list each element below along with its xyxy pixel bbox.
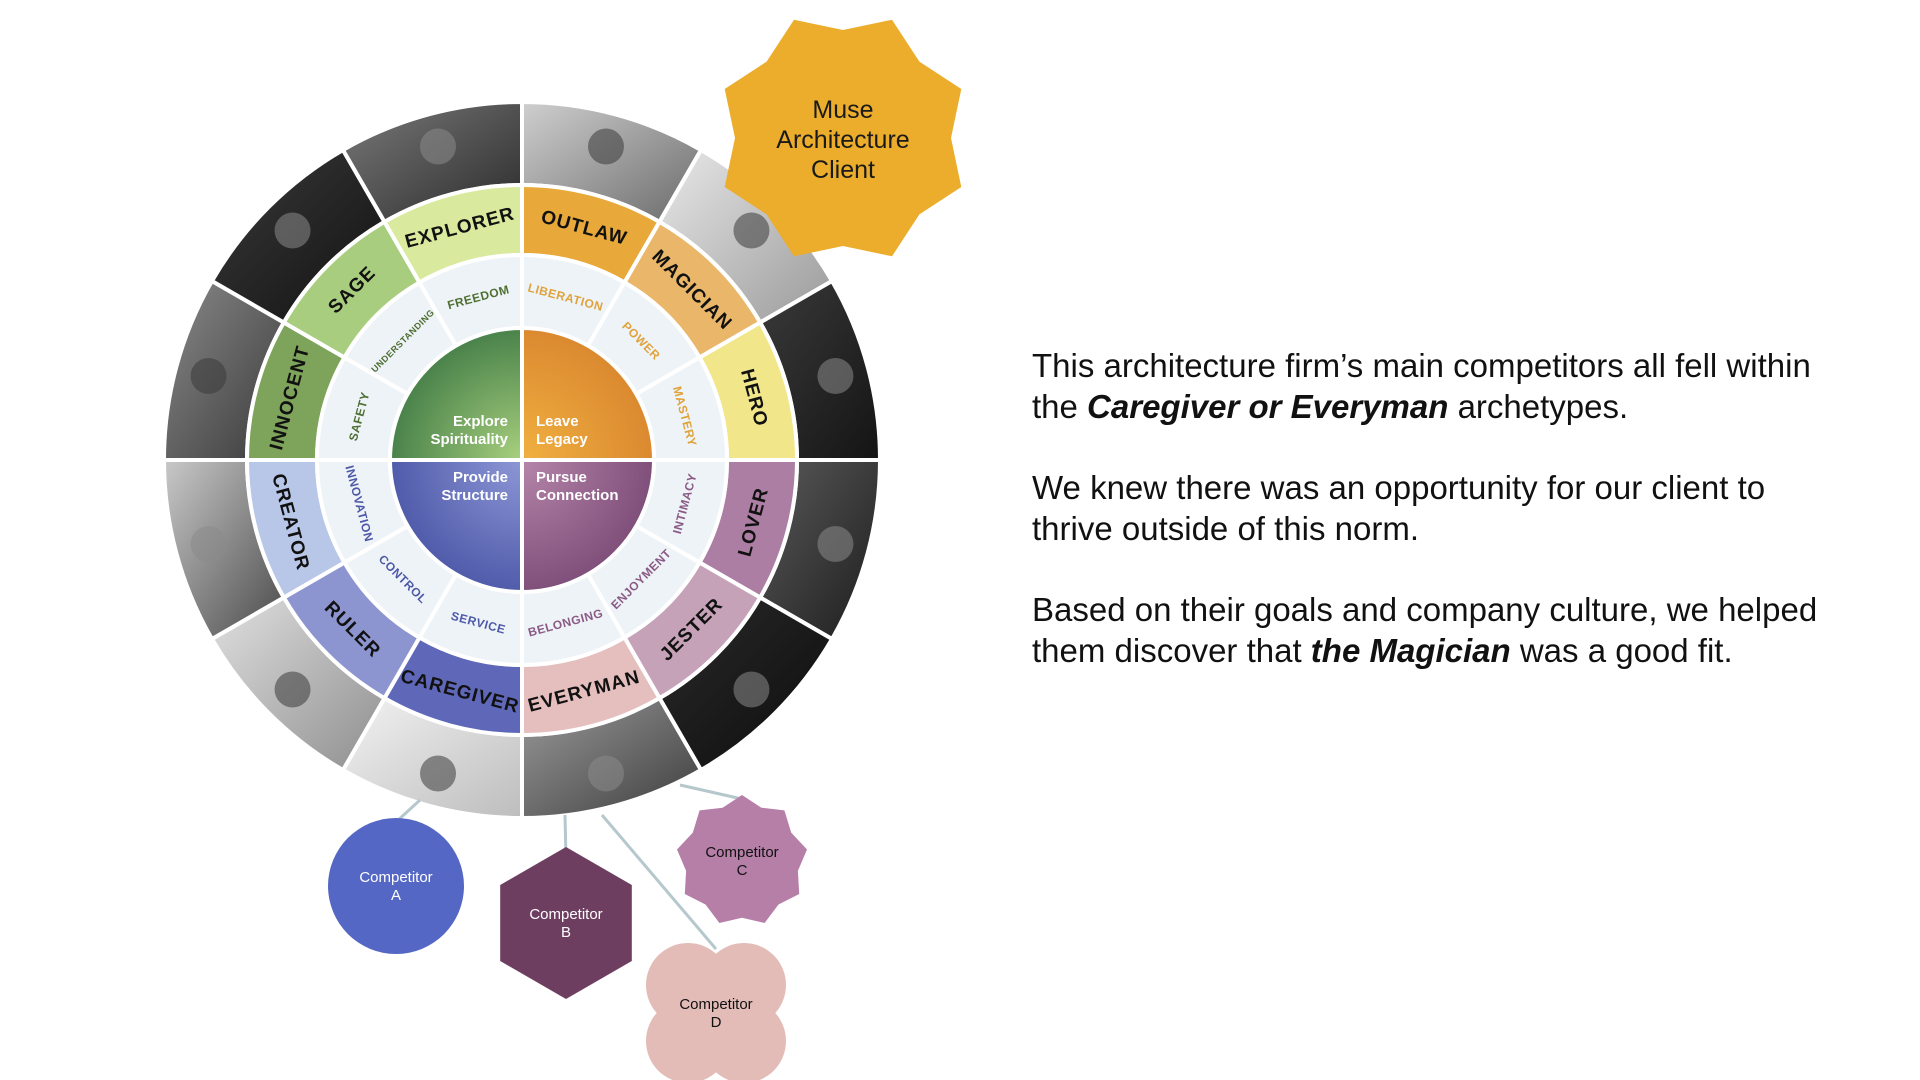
quadrant-line1-2: Provide (453, 469, 508, 486)
paragraph-magician: Based on their goals and company culture… (1032, 589, 1852, 671)
photo-subject-9 (190, 358, 227, 395)
client-badge-shape (724, 19, 962, 257)
photo-subject-5 (587, 755, 624, 792)
photo-subject-4 (733, 671, 770, 708)
quadrant-line2-2: Structure (441, 487, 508, 504)
connector-line-2 (679, 783, 743, 801)
paragraph-competitors: This architecture firm’s main competitor… (1032, 345, 1852, 427)
client-badge-line3: Client (811, 156, 875, 184)
competitor-c-badge (677, 795, 807, 923)
p1-post-text: archetypes. (1448, 388, 1629, 425)
photo-subject-2 (817, 358, 854, 395)
competitor-letter-0: A (391, 887, 401, 904)
quadrant-spirituality (387, 325, 524, 462)
competitor-label-0: Competitor (359, 869, 432, 886)
description-panel: This architecture firm’s main competitor… (1032, 345, 1852, 711)
competitor-label-1: Competitor (529, 906, 602, 923)
photo-subject-1 (733, 212, 770, 249)
quadrant-line1-0: Leave (536, 413, 579, 430)
quadrant-structure (387, 458, 524, 595)
competitor-letter-2: C (737, 862, 748, 879)
p1-bold-text: Caregiver or Everyman (1087, 388, 1449, 425)
quadrant-line2-3: Spirituality (430, 431, 508, 448)
competitor-a-badge (328, 818, 464, 954)
photo-subject-6 (420, 755, 457, 792)
quadrant-line2-0: Legacy (536, 431, 588, 448)
competitor-label-3: Competitor (679, 996, 752, 1013)
value-ring: LIBERATIONPOWERMASTERYINTIMACYENJOYMENTB… (314, 252, 730, 668)
photo-subject-10 (274, 212, 311, 249)
photo-subject-8 (190, 525, 227, 562)
connector-line-3 (600, 814, 718, 950)
client-badge-line1: Muse (812, 96, 873, 124)
competitor-d-badge (646, 943, 786, 1080)
quadrant-line1-1: Pursue (536, 469, 587, 486)
quadrant-legacy (520, 325, 657, 462)
competitor-label-2: Competitor (705, 844, 778, 861)
blob-center (676, 973, 756, 1053)
archetype-ring: OUTLAWMAGICIANHEROLOVERJESTEREVERYMANCAR… (244, 182, 800, 738)
photo-subject-11 (420, 128, 457, 165)
competitor-b-badge (500, 847, 632, 999)
competitor-letter-3: D (711, 1014, 722, 1031)
photo-subject-7 (274, 671, 311, 708)
quadrant-line2-1: Connection (536, 487, 619, 504)
competitor-badges: CompetitorACompetitorBCompetitorCCompeti… (328, 795, 807, 1080)
p3-post-text: was a good fit. (1510, 632, 1733, 669)
client-badge-line2: Architecture (776, 126, 909, 154)
paragraph-opportunity: We knew there was an opportunity for our… (1032, 469, 1766, 547)
photo-subject-3 (817, 525, 854, 562)
competitor-letter-1: B (561, 924, 571, 941)
photo-subject-0 (587, 128, 624, 165)
p3-pre-text: Based on their goals and company culture… (1032, 591, 1818, 669)
quadrant-line1-3: Explore (453, 413, 508, 430)
quadrant-connection (520, 458, 657, 595)
p3-bold-text: the Magician (1310, 632, 1511, 669)
p1-pre-text: This architecture firm’s main competitor… (1032, 347, 1811, 425)
